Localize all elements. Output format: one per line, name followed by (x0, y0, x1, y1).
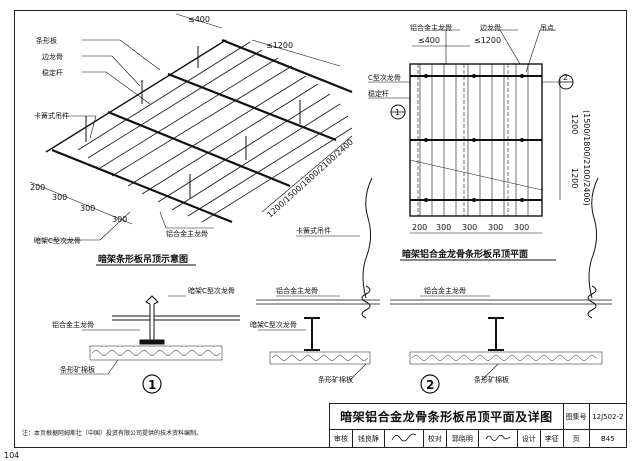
iso-label-strip-board: 条形板 (36, 36, 57, 45)
plan-dim-bottom-5: 300 (514, 223, 529, 232)
d2-label-board-left: 条形矿棉板 (318, 375, 353, 384)
d2-label-c-runner: 暗架C型次龙骨 (250, 320, 297, 329)
iso-leaders (34, 39, 214, 241)
iso-title: 暗架条形板吊顶示意图 (98, 253, 188, 265)
d2-label-main-runner-left: 铝合金主龙骨 (276, 286, 318, 295)
iso-dim-top-2: ≤1200 (266, 41, 293, 50)
iso-label-c-runner: 暗架C型次龙骨 (34, 236, 81, 245)
reviewer-name: 钱良静 (351, 429, 386, 448)
main-runners (51, 38, 353, 224)
plan-label-edge-runner: 边龙骨 (480, 23, 501, 32)
plan-drawing (368, 29, 574, 234)
page-code: B45 (588, 429, 628, 448)
detail-2-drawing (256, 177, 612, 394)
d1-mineral-board (89, 345, 223, 361)
detail-2-marker-text: 2 (426, 378, 434, 392)
edge-runner (45, 39, 227, 153)
plan-dim-top-1: ≤400 (418, 36, 440, 45)
title-block: 暗架铝合金龙骨条形板吊顶平面及详图 图集号 12J502-2 审核 钱良静 校对… (329, 403, 628, 448)
iso-label-stabilizer: 稳定杆 (42, 68, 63, 77)
plan-label-main-runner: 铝合金主龙骨 (410, 23, 452, 32)
drawing-sheet (14, 10, 627, 448)
designer-name: 李征 (539, 429, 564, 448)
strip-boards (77, 41, 353, 223)
detail-1-drawing (60, 295, 240, 394)
check-label: 校对 (422, 429, 447, 448)
plan-label-hang-point: 吊点 (540, 24, 554, 32)
d2-hanger-left (362, 177, 373, 299)
detail-1-marker-text: 1 (148, 378, 156, 392)
d1-runner-base (139, 339, 165, 345)
review-label: 审核 (329, 429, 353, 448)
iso-label-main-runner: 铝合金主龙骨 (166, 229, 208, 238)
check-signature (478, 429, 518, 448)
plan-hang-points (424, 74, 524, 202)
iso-dim-span: 1200/1500/1800/2100/2400 (265, 137, 355, 219)
page-number: 104 (4, 451, 20, 460)
plan-dim-right-3: (1500/1800/2100/2400) (582, 110, 591, 206)
d2-label-main-runner-right: 铝合金主龙骨 (424, 286, 466, 295)
plan-dim-top-2: ≤1200 (474, 36, 501, 45)
page-label: 页 (562, 429, 590, 448)
review-signature (384, 429, 424, 448)
detail-1-marker (142, 374, 162, 394)
d1-label-c-runner: 暗架C型次龙骨 (188, 286, 235, 295)
plan-title: 暗架铝合金龙骨条形板吊顶平面 (402, 248, 528, 260)
iso-label-edge-runner: 边龙骨 (42, 52, 63, 61)
plan-dim-right-1: 1200 (570, 114, 579, 134)
iso-dim-top-1: ≤400 (188, 15, 210, 24)
plan-dim-right-2: 1200 (570, 168, 579, 188)
plan-dim-bottom-2: 300 (436, 223, 451, 232)
plan-label-c-runner: C型次龙骨 (368, 73, 401, 82)
iso-dimensions (29, 13, 353, 225)
footnote: 注：本页根据阿姆斯壮（中国）投资有限公司提供的技术资料编制。 (22, 430, 203, 437)
iso-dim-left-4: 300 (112, 215, 127, 224)
plan-c-runners (417, 64, 509, 216)
plan-dim-bottom-4: 300 (488, 223, 503, 232)
callout-1-text: 1 (395, 108, 400, 117)
iso-dim-left-3: 300 (80, 204, 95, 213)
plan-dim-bottom-3: 300 (462, 223, 477, 232)
title-block-title: 暗架铝合金龙骨条形板吊顶平面及详图 (329, 403, 564, 430)
hangers (85, 46, 301, 198)
plan-dim-lines (410, 45, 561, 234)
atlas-no-label: 图集号 (562, 403, 590, 430)
detail-2-marker (420, 374, 440, 394)
plan-break-line (409, 159, 543, 191)
iso-label-clip-hanger: 卡簧式吊件 (34, 111, 69, 120)
plan-leaders (368, 29, 556, 99)
d1-label-main-runner: 铝合金主龙骨 (52, 320, 94, 329)
d1-main-runner (145, 295, 159, 341)
plan-label-stabilizer: 稳定杆 (368, 89, 389, 98)
design-label: 设计 (516, 429, 541, 448)
plan-dim-bottom-1: 200 (412, 223, 427, 232)
callout-2-text: 2 (563, 73, 568, 82)
plan-main-runners (410, 75, 542, 201)
d1-label-board: 条形矿棉板 (60, 365, 95, 374)
d2-label-board-right: 条形矿棉板 (474, 375, 509, 384)
d2-hanger-right (588, 177, 599, 299)
isometric-drawing (29, 13, 353, 241)
d2-label-clip-hanger: 卡簧式吊件 (296, 226, 331, 235)
checker-name: 郭晓明 (445, 429, 480, 448)
atlas-no: 12J502-2 (588, 403, 628, 430)
iso-dim-left-2: 300 (52, 193, 67, 202)
iso-dim-left-1: 200 (30, 183, 45, 192)
